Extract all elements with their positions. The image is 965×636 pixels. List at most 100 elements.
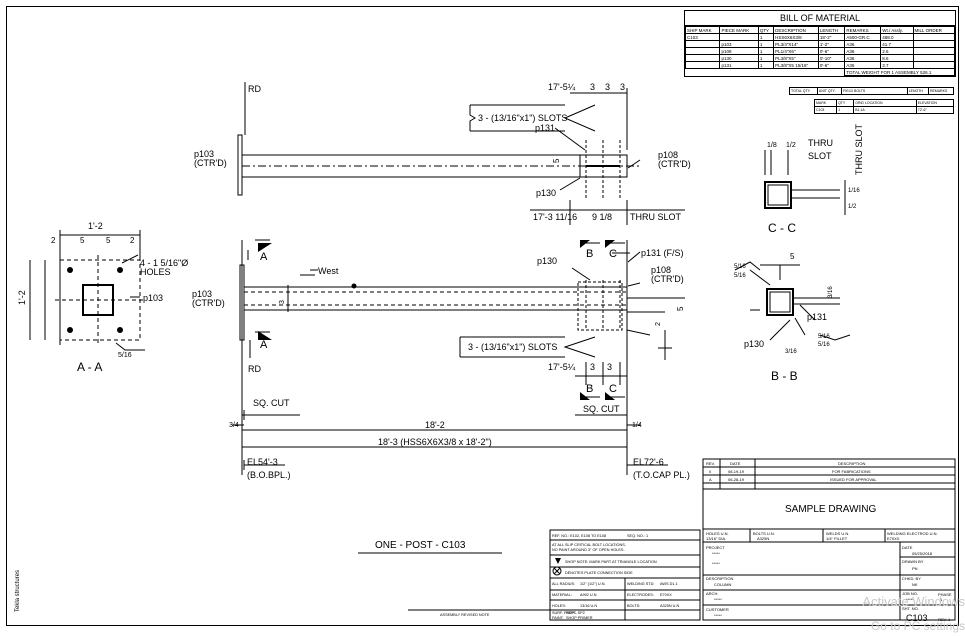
tb-value: 1 [940, 597, 943, 602]
aa-holes: 4 - 1 5/16"Ø [140, 258, 188, 268]
note-label: ALL RADIUS: [552, 582, 575, 586]
rev-cell: ISSUED FOR APPROVAL [830, 477, 877, 482]
bom-cell [684, 61, 721, 69]
drawing-sheet [6, 6, 959, 626]
side-dim-3: 3 [590, 362, 595, 372]
rev-header: REV. [706, 461, 715, 466]
tb-value: E70XX [887, 536, 900, 541]
bb-weld: 5/16 [818, 342, 830, 348]
top-p108-ctrd: (CTR'D) [658, 159, 691, 169]
tekla-note: Tekla structures [15, 570, 21, 612]
side-dim-5: 5 [676, 306, 685, 311]
top-dim-3: 3 [590, 82, 595, 92]
tb-label: REV. [938, 617, 947, 622]
bolt-header: LENGTH [906, 87, 929, 95]
tb-label: WELDS U.N. [826, 531, 849, 536]
bill-of-material: BILL OF MATERIAL SHIP MARK PIECE MARK QT… [684, 10, 956, 77]
bom-total: TOTAL WEIGHT FOR 1 ASSEMBLY 526.1 [844, 68, 955, 76]
section-bb-label: B - B [771, 369, 798, 383]
elevation-bottom-note: (B.O.BPL.) [247, 470, 291, 480]
cc-vertical-thru: THRU SLOT [854, 123, 864, 175]
bb-p131: p131 [807, 312, 827, 322]
rev-cell: FOR FABRICATIONS [832, 469, 871, 474]
cc-dim: 1/2 [786, 142, 796, 149]
side-dim-34: 3/4 [229, 422, 239, 429]
bom-total-row: TOTAL WEIGHT FOR 1 ASSEMBLY 526.1 [686, 68, 955, 76]
rev-cell: A [709, 477, 712, 482]
bolt-header: UNIT QTY. [816, 87, 843, 95]
aa-dim: 2 [51, 236, 56, 245]
top-thru-slot: THRU SLOT [630, 212, 682, 222]
rev-header: DESCRIPTION [838, 461, 865, 466]
cc-slot: SLOT [808, 151, 832, 161]
tb-value: COLUMN [714, 582, 731, 587]
elevation-top-note: (T.O.CAP PL.) [633, 470, 690, 480]
note-value: A992 U.N [580, 593, 597, 597]
side-dim-3: 3 [607, 362, 612, 372]
note-label: PAINT: [552, 616, 564, 620]
sheet-number: C103 [906, 613, 928, 623]
top-dim-3: 3 [620, 82, 625, 92]
side-p130: p130 [537, 256, 557, 266]
aa-height: 1'-2 [17, 290, 27, 305]
ref-no: REF. NO.: E102, E108 TO E108 [552, 534, 606, 538]
note-label: BOLTS: [627, 604, 640, 608]
tb-value: ***** [714, 597, 722, 602]
tb-label: CHKD. BY [902, 576, 921, 581]
bb-dim: 3/16 [785, 349, 797, 355]
bom-title: BILL OF MATERIAL [685, 11, 955, 26]
note: NO PAINT AROUND 3" OF OPEN HOLES. [552, 548, 625, 552]
aa-weld: 5/16 [118, 352, 132, 359]
loc-cell: 1 [836, 106, 855, 114]
side-p108: p108 [651, 265, 671, 275]
bb-weld: 5/16 [734, 264, 746, 270]
top-dim-17311: 17'-3 11/16 [533, 212, 577, 222]
note-value: 1/2" (1/2") U.N. [580, 582, 606, 586]
aa-dim: 2 [130, 236, 135, 245]
dot-marker [351, 283, 357, 289]
aa-dim: 5 [80, 236, 85, 245]
pc-settings-watermark[interactable]: Go to PC settings [870, 619, 965, 633]
bolt-hole [117, 327, 123, 333]
side-p108-ctrd: (CTR'D) [651, 274, 684, 284]
aa-p103: p103 [143, 293, 163, 303]
side-dim-14: 1/4 [632, 422, 642, 429]
tb-value: 05/25/2018 [912, 551, 933, 556]
tb-value: ***** [712, 551, 720, 556]
rev-cell: 0 [709, 469, 712, 474]
section-a-marker: A [260, 251, 268, 263]
top-dim-5: 5 [552, 158, 561, 163]
field-bolts-table: TOTAL QTY. UNIT QTY. FIELD BOLTS LENGTH … [789, 87, 955, 95]
bb-dim: 3/16 [828, 286, 834, 298]
bom-cell: 1 [757, 61, 775, 69]
note-value: E70XX [660, 593, 672, 597]
top-dim-3: 3 [605, 82, 610, 92]
bolt-hole [117, 267, 123, 273]
section-c-marker: C [609, 248, 617, 260]
note-value: SHOP PRIMER [566, 616, 593, 620]
seq-no: SEQ. NO.: 1 [627, 534, 648, 538]
note-value: SSPC-SP2 [566, 611, 585, 615]
tb-value: A325N [757, 536, 769, 541]
side-p103: p103 [192, 289, 212, 299]
top-ctrd: (CTR'D) [194, 158, 227, 168]
cc-dim: 1/16 [848, 188, 860, 194]
aa-dim: 5 [106, 236, 111, 245]
bolt-hole [67, 327, 73, 333]
tb-label: JOB NO. [902, 591, 918, 596]
note-label: ELECTRODES: [627, 593, 654, 597]
west-label: West [318, 266, 339, 276]
note: DENOTES PLATE CONNECTION SIDE [565, 571, 633, 575]
tb-label: DRAWN BY [902, 559, 924, 564]
side-rd: RD [248, 364, 261, 374]
bb-dim: 5 [790, 252, 795, 261]
tb-label: DESCRIPTION [706, 576, 733, 581]
section-arrow [258, 331, 272, 340]
tb-label: BOLTS U.N. [753, 531, 775, 536]
tb-value: ***** [712, 561, 720, 566]
sq-cut: SQ. CUT [253, 398, 290, 408]
section-arrow [258, 243, 272, 252]
side-p103-ctrd: (CTR'D) [192, 298, 225, 308]
